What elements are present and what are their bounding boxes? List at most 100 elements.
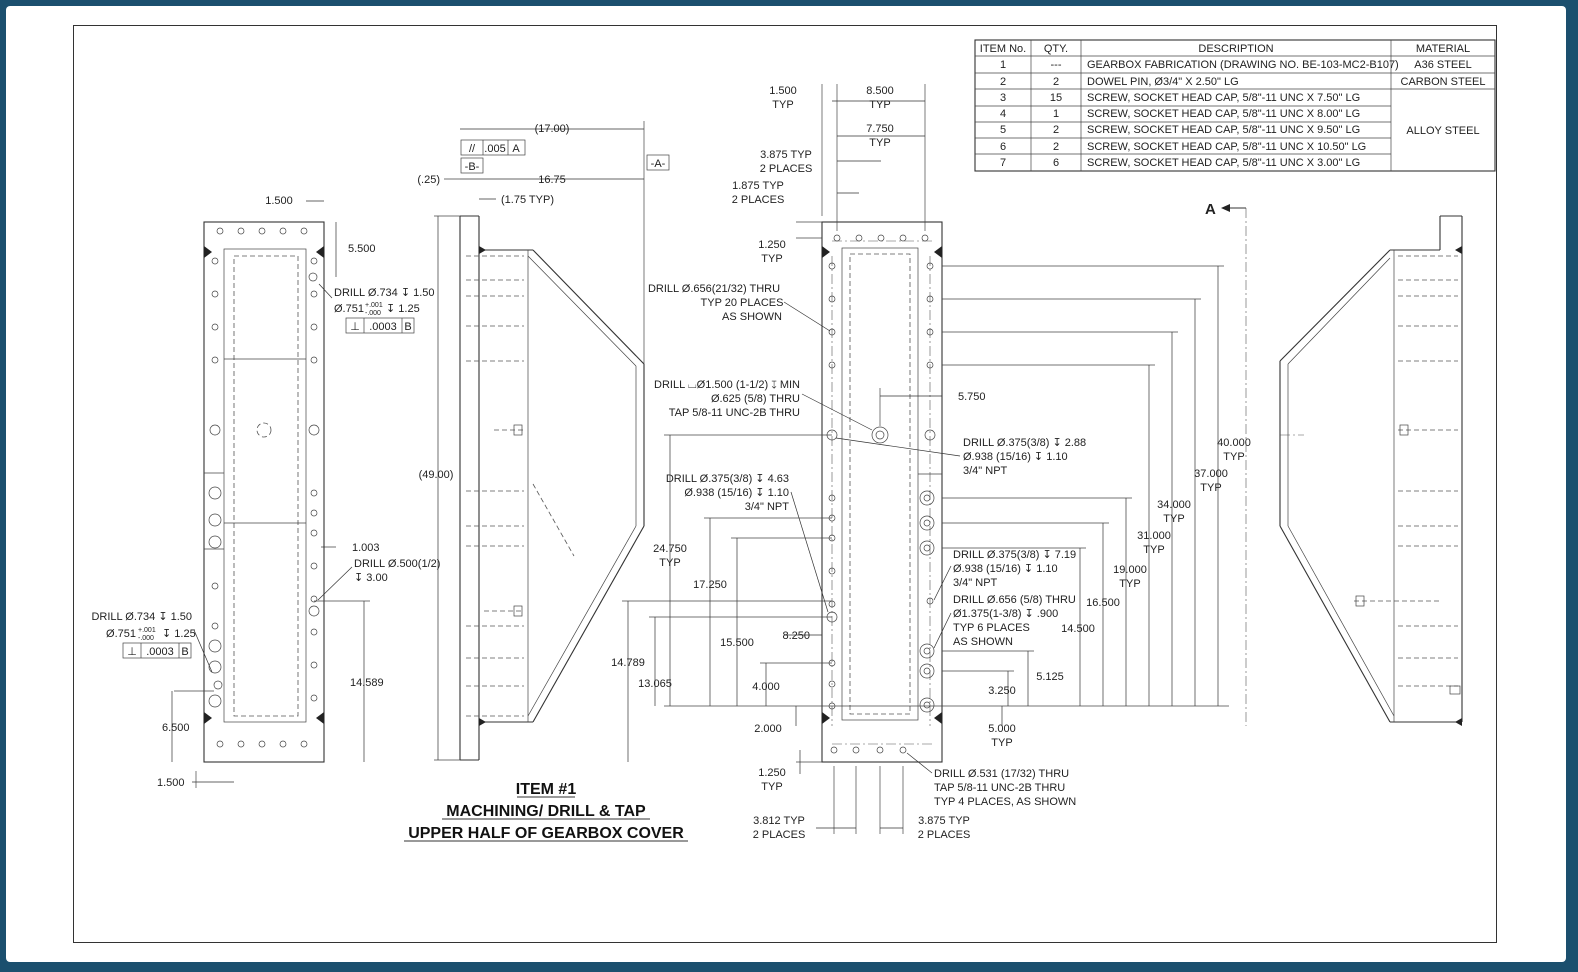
dim-label: (17.00) — [535, 123, 570, 135]
drawing-frame: ITEM No. QTY. DESCRIPTION MATERIAL 1 ---… — [6, 6, 1566, 962]
dim-label: 3.812 TYP — [753, 815, 805, 827]
datum-a: -A- — [651, 158, 666, 170]
hole-note: Ø1.375(1-3/8) ↧ .900 — [953, 608, 1058, 620]
dim-label: 24.750 — [653, 543, 687, 555]
fcf-tolerance: .0003 — [369, 321, 397, 333]
hole-note: +.001 — [138, 627, 156, 634]
bom-cell: 7 — [1000, 157, 1006, 169]
bom-cell: SCREW, SOCKET HEAD CAP, 5/8"-11 UNC X 7.… — [1087, 92, 1360, 104]
center-top-view: 1.500 TYP 8.500 TYP 7.750 TYP 3.875 TYP … — [611, 84, 1251, 841]
drawing-canvas: ITEM No. QTY. DESCRIPTION MATERIAL 1 ---… — [91, 39, 1496, 842]
dim-label: 14.589 — [350, 677, 384, 689]
hole-note: Ø.751 — [106, 628, 136, 640]
dim-label: (49.00) — [419, 469, 454, 481]
hole-note: -.000 — [138, 635, 154, 642]
dim-label: TYP — [869, 99, 890, 111]
hole-note: DRILL Ø.500(1/2) — [354, 558, 440, 570]
bom-cell: GEARBOX FABRICATION (DRAWING NO. BE-103-… — [1087, 59, 1399, 71]
hole-note: DRILL Ø.656(21/32) THRU — [648, 283, 780, 295]
dim-label: 5.500 — [348, 243, 376, 255]
bom-cell: --- — [1051, 59, 1062, 71]
hole-note: 3/4" NPT — [953, 577, 998, 589]
dim-label: TYP — [1223, 451, 1244, 463]
fcf-datum: A — [512, 143, 520, 155]
hole-note: AS SHOWN — [953, 636, 1013, 648]
title-line-2: MACHINING/ DRILL & TAP — [446, 803, 646, 820]
dim-label: (1.75 TYP) — [501, 194, 554, 206]
hole-note: DRILL Ø.375(3/8) ↧ 7.19 — [953, 549, 1076, 561]
hole-note: ↧ 1.25 — [162, 628, 196, 640]
hole-note: DRILL Ø.734 ↧ 1.50 — [334, 287, 435, 299]
dim-label: 16.75 — [538, 174, 566, 186]
bom-cell: ALLOY STEEL — [1406, 125, 1479, 137]
hole-note: ↧ 1.25 — [386, 303, 420, 315]
bill-of-materials: ITEM No. QTY. DESCRIPTION MATERIAL 1 ---… — [974, 39, 1496, 172]
dim-label: TYP — [1200, 482, 1221, 494]
hole-note: TYP 4 PLACES, AS SHOWN — [934, 796, 1076, 808]
hole-note: DRILL Ø.375(3/8) ↧ 2.88 — [963, 437, 1086, 449]
title-line-1: ITEM #1 — [516, 781, 577, 798]
dim-label: 2 PLACES — [918, 829, 971, 841]
fcf-datum: B — [404, 321, 411, 333]
hole-note: TAP 5/8-11 UNC-2B THRU — [669, 407, 800, 419]
dim-label: 1.875 TYP — [732, 180, 784, 192]
datum-b: -B- — [465, 161, 480, 173]
hole-note: DRILL Ø.734 ↧ 1.50 — [91, 611, 192, 623]
side-view: (17.00) // .005 A -B- -A- 16.75 (.25) (1… — [417, 121, 670, 761]
hole-note: Ø.751 — [334, 303, 364, 315]
bom-cell: 4 — [1000, 108, 1006, 120]
fcf-tolerance: .005 — [484, 143, 505, 155]
dim-label: 8.500 — [866, 85, 894, 97]
dim-label: 1.250 — [758, 239, 786, 251]
bom-cell: 5 — [1000, 124, 1006, 136]
dim-label: 4.000 — [752, 681, 780, 693]
dim-label: TYP — [659, 557, 680, 569]
dim-label: 1.500 — [265, 195, 293, 207]
hole-note: Ø.938 (15/16) ↧ 1.10 — [684, 487, 789, 499]
bom-header-qty: QTY. — [1044, 43, 1068, 55]
hole-note: 3/4" NPT — [963, 465, 1008, 477]
fcf-tolerance: .0003 — [146, 646, 174, 658]
drawing-title: ITEM #1 MACHINING/ DRILL & TAP UPPER HAL… — [404, 781, 688, 842]
dim-label: 15.500 — [720, 637, 754, 649]
dim-label: 5.125 — [1036, 671, 1064, 683]
bom-cell: 3 — [1000, 92, 1006, 104]
right-side-view — [1279, 215, 1463, 726]
dim-label: TYP — [761, 253, 782, 265]
dim-label: 37.000 — [1194, 468, 1228, 480]
hole-note: DRILL Ø.531 (17/32) THRU — [934, 768, 1069, 780]
dim-label: 6.500 — [162, 722, 190, 734]
hole-note: AS SHOWN — [722, 311, 782, 323]
dim-label: TYP — [761, 781, 782, 793]
fcf-datum: B — [181, 646, 188, 658]
dim-label: 2 PLACES — [732, 194, 785, 206]
dim-label: TYP — [869, 137, 890, 149]
bom-cell: 2 — [1053, 76, 1059, 88]
hole-note: DRILL ⌴Ø1.500 (1-1/2) ↧ MIN — [654, 379, 800, 391]
dim-label: TYP — [1119, 578, 1140, 590]
hole-note: Ø.938 (15/16) ↧ 1.10 — [963, 451, 1068, 463]
bom-cell: 6 — [1000, 141, 1006, 153]
dim-label: 31.000 — [1137, 530, 1171, 542]
dim-label: 14.789 — [611, 657, 645, 669]
dim-label: 2.000 — [754, 723, 782, 735]
dim-label: 17.250 — [693, 579, 727, 591]
bom-header-item: ITEM No. — [980, 43, 1026, 55]
svg-text://: // — [469, 143, 476, 155]
hole-note: +.001 — [365, 302, 383, 309]
dim-label: 7.750 — [866, 123, 894, 135]
dim-label: 1.250 — [758, 767, 786, 779]
hole-note: -.000 — [365, 310, 381, 317]
bom-cell: A36 STEEL — [1414, 59, 1471, 71]
bom-cell: SCREW, SOCKET HEAD CAP, 5/8"-11 UNC X 8.… — [1087, 108, 1360, 120]
section-mark-a: A — [1205, 201, 1216, 218]
svg-text:⊥: ⊥ — [350, 321, 360, 333]
dim-label: TYP — [1143, 544, 1164, 556]
bom-cell: DOWEL PIN, Ø3/4" X 2.50" LG — [1087, 76, 1239, 88]
dim-label: 5.750 — [958, 391, 986, 403]
dim-label: 8.250 — [782, 630, 810, 642]
dim-label: 13.065 — [638, 678, 672, 690]
dim-label: 16.500 — [1086, 597, 1120, 609]
hole-note: TYP 6 PLACES — [953, 622, 1030, 634]
dim-label: 1.003 — [352, 542, 380, 554]
